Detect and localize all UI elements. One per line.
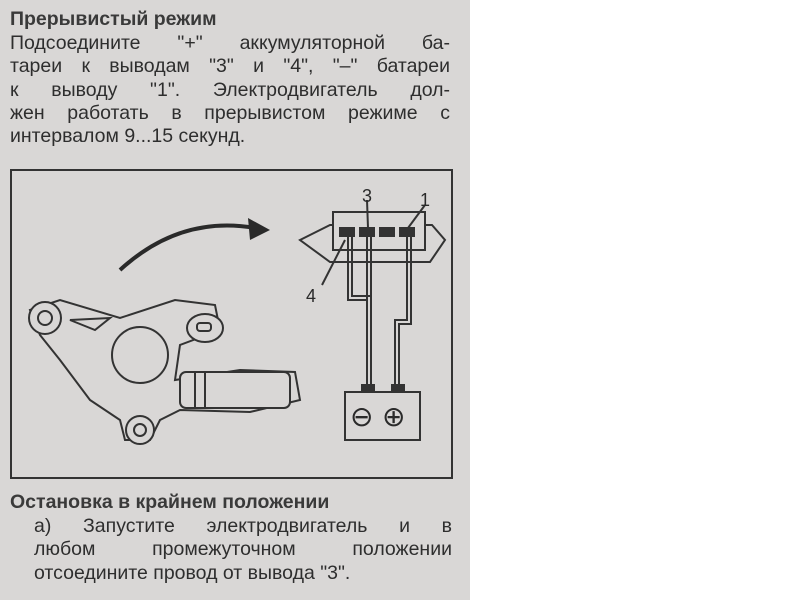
arrow-head-icon [248,218,270,240]
text-line: жен работать в прерывистом режиме с [10,101,450,124]
text-line: тареи к выводам "3" и "4", "–" батареи [10,55,450,78]
terminal-label-1: 1 [420,190,430,210]
rotation-arrow [118,223,256,272]
text-line: интервалом 9...15 секунд. [10,125,246,148]
text-line: а) Запустите электродвигатель и в [34,515,452,537]
text-line: Подсоедините "+" аккумуляторной ба- [10,32,450,54]
section2-text: а) Запустите электродвигатель и в любом … [34,515,452,585]
section-heading-intermittent: Прерывистый режим [10,8,217,30]
battery-drawing [344,384,421,441]
terminal-label-3: 3 [362,186,372,206]
section1-text: Подсоедините "+" аккумуляторной ба- таре… [10,32,450,148]
connector-drawing [298,211,447,263]
terminal-label-4: 4 [306,286,316,306]
battery-minus-icon: ⊖ [350,400,373,433]
battery-plus-icon: ⊕ [382,400,405,433]
wiring-diagram: 3 1 4 ⊖ ⊕ [10,169,453,479]
text-line: к выводу "1". Электродвигатель дол- [10,78,450,101]
section-heading-end-stop: Остановка в крайнем положении [10,491,330,513]
wiper-motor-drawing [28,298,302,445]
text-line: любом промежуточном положении [34,538,452,561]
text-line: отсоедините провод от вывода "3". [34,561,351,584]
figure-frame [10,169,453,479]
document-page [0,0,470,600]
wires [321,199,426,385]
